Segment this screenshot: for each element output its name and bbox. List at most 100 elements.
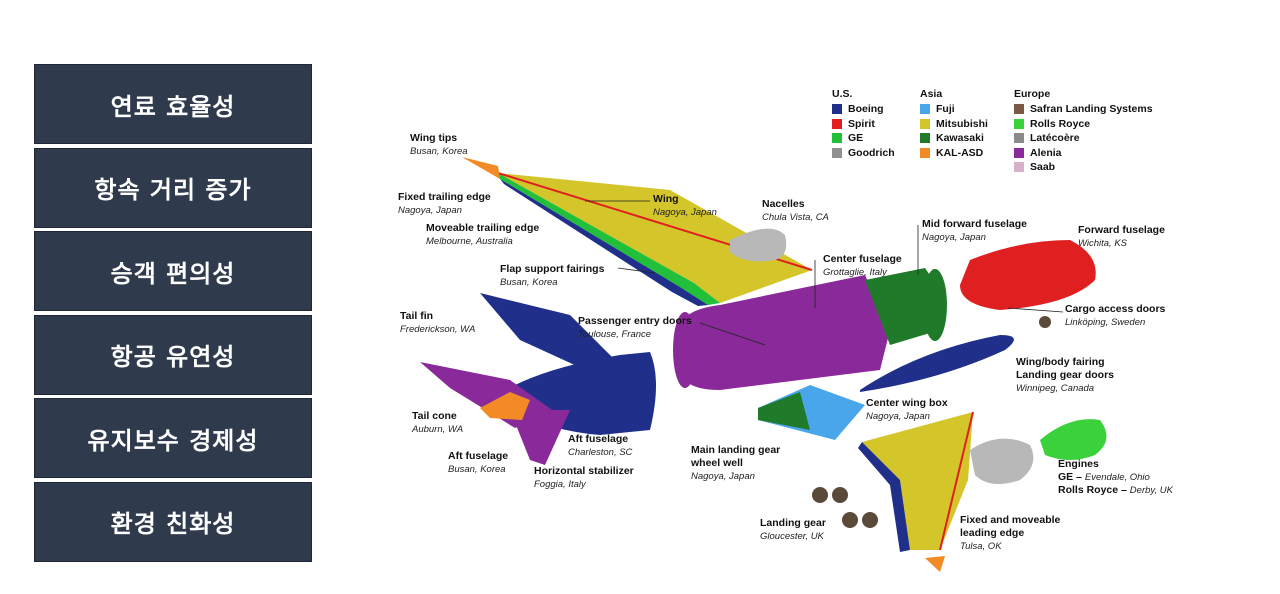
lower-wing-tip <box>925 556 945 572</box>
forward-fuselage-shape <box>960 240 1096 310</box>
legend-swatch <box>832 118 842 129</box>
legend-label: Alenia <box>1030 146 1062 159</box>
legend-europe: Europe Safran Landing Systems Rolls Royc… <box>1014 88 1153 175</box>
lower-wing-leading-edge <box>858 442 910 552</box>
feature-menu: 연료 효율성 항속 거리 증가 승객 편의성 항공 유연성 유지보수 경제성 환… <box>34 64 312 566</box>
legend-item: Rolls Royce <box>1014 117 1153 132</box>
legend-swatch <box>832 104 842 115</box>
cargo-door-gear-wheel <box>1039 316 1051 328</box>
callout-cargo <box>1007 307 1064 313</box>
legend-us: U.S. Boeing Spirit GE Goodrich <box>832 88 895 160</box>
legend-swatch <box>1014 104 1024 115</box>
wing-body-fairing-shape <box>860 335 1014 392</box>
mid-forward-fuselage-end <box>923 269 947 341</box>
legend-item: Fuji <box>920 102 988 117</box>
legend-swatch <box>832 147 842 158</box>
aircraft-parts-diagram: U.S. Boeing Spirit GE Goodrich Asia Fuji… <box>380 80 1260 580</box>
wing-tip <box>462 157 500 179</box>
legend-asia-title: Asia <box>920 88 943 100</box>
legend-swatch <box>920 104 930 115</box>
mid-forward-fuselage-shape <box>865 268 941 345</box>
callout-passenger-doors <box>699 322 766 346</box>
engine-nacelle-shape <box>970 438 1034 484</box>
center-wing-box-green <box>758 392 810 430</box>
legend-item: KAL-ASD <box>920 146 988 161</box>
landing-gear-wheel <box>842 512 858 528</box>
legend-label: Kawasaki <box>936 132 984 145</box>
legend-swatch <box>1014 147 1024 158</box>
legend-swatch <box>920 118 930 129</box>
legend-swatch <box>920 133 930 144</box>
legend-item: Mitsubishi <box>920 117 988 132</box>
legend-label: KAL-ASD <box>936 146 984 159</box>
legend-label: GE <box>848 132 864 145</box>
legend-europe-title: Europe <box>1014 88 1051 100</box>
horizontal-stabilizer-lower <box>510 410 570 465</box>
callout-flap <box>617 267 656 274</box>
legend-label: Latécoère <box>1030 132 1080 145</box>
menu-item-passenger-comfort[interactable]: 승객 편의성 <box>34 231 312 312</box>
lower-wing-trailing-line <box>939 411 974 551</box>
tail-fin-shape <box>480 293 620 372</box>
legend-swatch <box>1014 162 1024 173</box>
landing-gear-wheel <box>862 512 878 528</box>
legend-label: Fuji <box>936 103 955 116</box>
legend-swatch <box>920 147 930 158</box>
legend-swatch <box>1014 133 1024 144</box>
legend-label: Goodrich <box>848 146 895 159</box>
label-engines: Engines GE – Evendale, Ohio Rolls Royce … <box>1058 458 1173 496</box>
center-fuselage-shape <box>679 275 890 390</box>
legend-label: Rolls Royce <box>1030 117 1091 130</box>
lower-wing-shape <box>862 412 973 550</box>
legend-label: Boeing <box>848 103 884 116</box>
legend-item: Kawasaki <box>920 131 988 146</box>
legend-item: Boeing <box>832 102 895 117</box>
legend-item: GE <box>832 131 895 146</box>
legend-label: Safran Landing Systems <box>1030 103 1153 116</box>
legend-us-title: U.S. <box>832 88 853 100</box>
aircraft-illustration <box>420 157 1107 572</box>
tail-cone-shape <box>480 392 530 420</box>
legend-item: Saab <box>1014 160 1153 175</box>
engine-ge-shape <box>1040 419 1107 460</box>
legend-label: Saab <box>1030 161 1056 174</box>
legend-swatch <box>832 133 842 144</box>
menu-item-environment[interactable]: 환경 친화성 <box>34 481 312 562</box>
legend-label: Mitsubishi <box>936 117 988 130</box>
nacelle-shape <box>730 228 787 262</box>
legend-item: Safran Landing Systems <box>1014 102 1153 117</box>
wing-shape <box>498 173 812 303</box>
menu-item-fuel-efficiency[interactable]: 연료 효율성 <box>34 64 312 144</box>
legend-swatch <box>1014 118 1024 129</box>
menu-item-maintenance[interactable]: 유지보수 경제성 <box>34 398 312 479</box>
wing-trailing-edge-blue <box>500 179 708 306</box>
menu-item-range[interactable]: 항속 거리 증가 <box>34 147 312 228</box>
legend-item: Latécoère <box>1014 131 1153 146</box>
legend-item: Spirit <box>832 117 895 132</box>
menu-item-flexibility[interactable]: 항공 유연성 <box>34 314 312 395</box>
landing-gear-wheel <box>832 487 848 503</box>
center-fuselage-end <box>673 312 697 388</box>
legend-item: Goodrich <box>832 146 895 161</box>
